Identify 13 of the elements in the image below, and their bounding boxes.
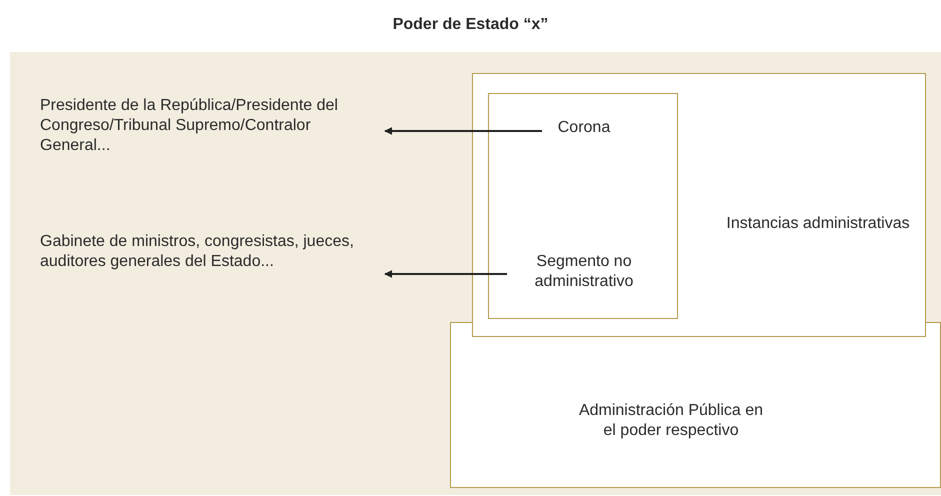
group-box [472,73,926,337]
description-text: Presidente de la República/Presidente del Congreso/Tribunal Supremo/Contralor General... [40,96,385,162]
arrow [384,270,507,278]
panel-background [10,52,941,495]
description-text: Gabinete de ministros, congresistas, jueces, auditores generales del Estado... [40,232,385,298]
box-label: Administración Pública en el poder respectivo [578,401,764,441]
segment-label: Segmento no administrativo [507,252,661,296]
arrow [384,127,542,135]
group-box [488,93,678,319]
diagram-title: Poder de Estado “x” [392,16,550,34]
box-label: Instancias administrativas [725,214,911,234]
segment-label: Corona [542,118,626,144]
group-box [450,322,941,488]
